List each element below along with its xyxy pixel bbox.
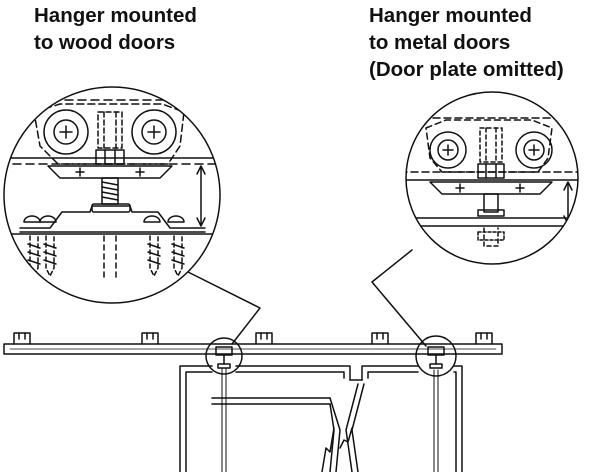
wood-hanger-small (215, 346, 233, 369)
metal-caption-line-1: Hanger mounted (369, 4, 532, 27)
metal-caption-line-2: to metal doors (369, 31, 511, 54)
wood-center-stem (97, 111, 123, 149)
wood-screw-heads (23, 215, 185, 223)
wood-hanger-callout (205, 337, 243, 375)
wood-caption-line-2: to wood doors (34, 31, 176, 54)
metal-hanger-bracket (429, 181, 553, 195)
wood-mounting-plate (19, 205, 206, 229)
wood-detail-circle (3, 86, 221, 304)
metal-center-stem (479, 127, 503, 163)
wood-hanger-bracket (47, 165, 173, 179)
wood-wheel-left-icon (43, 109, 89, 155)
wood-door (179, 365, 351, 472)
wood-door-caption: Hanger mounted to wood doors (34, 2, 197, 56)
metal-wheel-left-icon (429, 131, 467, 169)
metal-door-detail (405, 91, 579, 265)
wood-track-channel (4, 99, 220, 165)
metal-hanger-callout (415, 335, 457, 377)
wood-caption-line-1: Hanger mounted (34, 4, 197, 27)
wood-screw-threads (27, 243, 185, 265)
wood-door-detail (3, 86, 221, 304)
wood-screw-icon (29, 235, 183, 277)
metal-door (345, 365, 463, 472)
track-mounting-brackets (13, 332, 493, 345)
wood-hanger-body (33, 103, 185, 165)
wood-adjustment-arrow (196, 165, 206, 227)
overhead-track (3, 332, 503, 355)
wood-threaded-bolt (101, 177, 119, 205)
wood-wheel-right-icon (131, 109, 177, 155)
wood-leader-line (187, 271, 261, 345)
metal-wheel-right-icon (515, 131, 553, 169)
metal-adjustment-arrow (563, 181, 573, 225)
metal-hanger-small (427, 346, 445, 369)
metal-hanger-body (425, 119, 553, 173)
track-rail (3, 343, 503, 355)
metal-detail-circle (405, 91, 579, 265)
metal-caption-line-3: (Door plate omitted) (369, 58, 564, 81)
break-icon (321, 427, 353, 472)
metal-leader-line (371, 249, 427, 347)
metal-door-caption: Hanger mounted to metal doors (Door plat… (369, 2, 564, 83)
